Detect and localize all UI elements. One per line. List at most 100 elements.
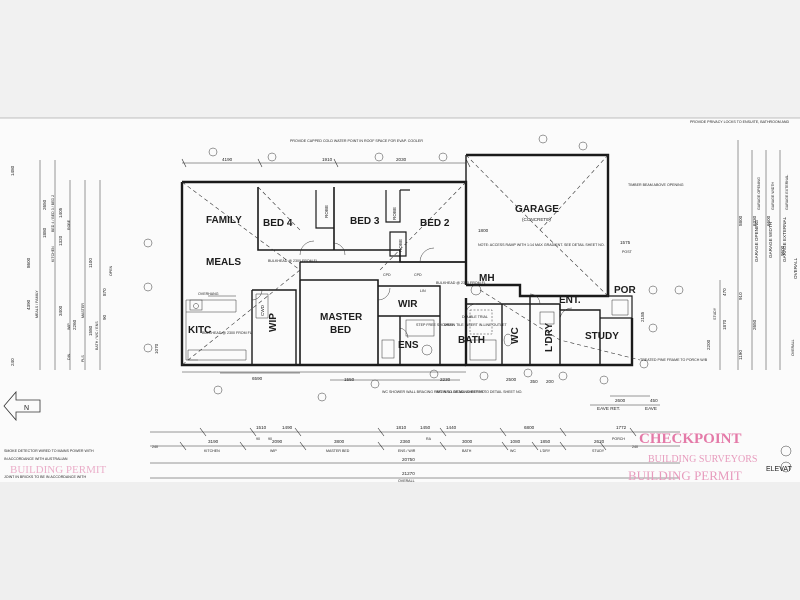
right-dimensions: 1870 2200 1190 2650 5800 6330 6600 9600 … xyxy=(706,175,795,360)
lbl-l-1: KITCHEN xyxy=(51,246,55,262)
dim-l-3: 1405 xyxy=(58,207,63,218)
dim-r-6: 6600 xyxy=(766,215,771,226)
left-dimensions: 1480 8600 1880 1405 1320 2650 4390 3400 … xyxy=(10,165,113,366)
lbl-r-1: GARAGE OPENING xyxy=(757,177,761,210)
scan-border-top xyxy=(0,0,800,118)
room-garage-sub: (CONCRETE) xyxy=(522,217,551,222)
room-kitchen: KITC xyxy=(188,325,211,336)
north-letter: N xyxy=(24,405,29,412)
dim-l-11: 1100 xyxy=(88,258,93,268)
dim-l-0: 1480 xyxy=(10,165,15,176)
dim-top-3: 2030 xyxy=(396,157,407,162)
dim-2185: 2185 xyxy=(640,311,645,322)
dim-b2-wc: 1080 xyxy=(510,439,521,444)
room-garage: GARAGE xyxy=(515,204,559,215)
drawing-notes: PROVIDE CAPPED COLD WATER POINT IN ROOF … xyxy=(4,139,798,479)
inner-dimensions: 6590 1550 2230 2500 1800 1575 2185 350 2… xyxy=(154,228,658,403)
stamp-surveyors: BUILDING SURVEYORS xyxy=(648,454,757,465)
dim-l-6: 4390 xyxy=(26,299,31,310)
dim-r-7: 9600 xyxy=(780,245,785,256)
dim-r-9: 910 xyxy=(738,292,743,300)
room-porch: POR xyxy=(614,285,636,296)
room-wir: WIR xyxy=(398,299,418,310)
lbl-l-0: MEALS / FAMILY xyxy=(35,290,39,318)
dim-overall: 21270 xyxy=(402,471,415,476)
note-step-free: STEP FREE SHOWER xyxy=(416,323,453,327)
dim-b1-7: 1772 xyxy=(616,425,627,430)
stamp-left-mark: BUILDING PERMIT xyxy=(10,464,107,476)
dim-l-10: 240 xyxy=(10,358,15,366)
dim-2230: 2230 xyxy=(440,377,451,382)
dim-b1-4: 1450 xyxy=(420,425,431,430)
dim-l-8: 2260 xyxy=(72,319,77,330)
building-permit-stamp: CHECKPOINT BUILDING SURVEYORS BUILDING P… xyxy=(10,431,757,483)
lbl-b2-bath: BATH xyxy=(462,449,472,453)
grid-bubbles xyxy=(143,134,792,473)
room-wc: WC xyxy=(510,327,521,344)
note-eave: EAVE xyxy=(645,406,657,411)
room-cpd-2: CPD xyxy=(414,273,422,277)
room-master-line2: BED xyxy=(330,325,351,336)
dim-b2-edge-left: 240 xyxy=(152,445,158,449)
top-dimensions: 4190 1910 2030 xyxy=(222,157,407,162)
room-manhole: MH xyxy=(479,273,495,284)
dim-r-2: 1190 xyxy=(738,350,743,360)
room-wip: WIP xyxy=(268,313,279,332)
note-drain-tile: DRAIN TILE INSERT IN-LINE OUTLET xyxy=(444,323,508,327)
lbl-b2-ldry: L'DRY xyxy=(540,449,551,453)
dim-b2-study: 2620 xyxy=(594,439,605,444)
scan-border-bottom xyxy=(0,482,800,600)
dimension-lines xyxy=(39,140,781,479)
room-bed2: BED 2 xyxy=(420,218,450,229)
note-overhang: OVERHANG xyxy=(198,292,219,296)
fixtures xyxy=(189,284,555,361)
note-timber-beam: TIMBER BEAM ABOVE OPENING xyxy=(628,183,684,187)
lbl-overall: OVERALL xyxy=(398,479,415,483)
room-robe-bed2: ROBE xyxy=(398,239,403,252)
room-meals: MEALS xyxy=(206,257,241,268)
dim-r-8: 470 xyxy=(722,288,727,296)
dim-b1-5: 1440 xyxy=(446,425,457,430)
lbl-l-5: DIN. xyxy=(67,353,71,360)
note-double-trial: DOUBLE TRIAL xyxy=(462,315,488,319)
room-study: STUDY xyxy=(585,331,619,342)
dim-b2-edge-right: 240 xyxy=(632,445,638,449)
dim-subtotal: 20750 xyxy=(402,457,415,462)
stamp-permit: BUILDING PERMIT xyxy=(628,468,742,483)
lbl-b2-study: STUDY xyxy=(592,449,605,453)
dim-top-1: 4190 xyxy=(222,157,233,162)
dim-b1b-1: 90 xyxy=(256,437,260,441)
dim-b2-master: 3800 xyxy=(334,439,345,444)
lbl-l-2: WIP xyxy=(67,323,71,330)
dim-1070: 1070 xyxy=(154,343,159,354)
note-post: POST xyxy=(622,250,633,254)
room-labels: FAMILY MEALS KITC WIP CWD BED 4 ROBE BED… xyxy=(188,204,636,352)
lbl-b2-kitchen: KITCHEN xyxy=(204,449,220,453)
dim-b1b-4: PORCH xyxy=(612,437,625,441)
dim-b1-2: 1490 xyxy=(282,425,293,430)
dim-b1-1: 1510 xyxy=(256,425,267,430)
roof-hip-lines xyxy=(181,154,641,366)
lbl-r-4: OVERALL xyxy=(791,339,795,356)
lbl-l-8: ROBE xyxy=(67,219,71,230)
dim-b2-wip: 2090 xyxy=(272,439,283,444)
note-smoke-3: JOINT IN BRICKS TO BE IN ACCORDANCE WITH xyxy=(4,475,86,479)
room-laundry: L'DRY xyxy=(544,322,555,352)
lbl-l-7: BED 4 / BED 3 / BED 2 xyxy=(51,195,55,232)
dim-l-4: 1320 xyxy=(58,235,63,246)
dim-l-2: 1880 xyxy=(42,227,47,238)
dim-200: 200 xyxy=(546,379,554,384)
dim-2600: 2600 xyxy=(615,398,626,403)
dim-l-7: 3400 xyxy=(58,305,63,316)
lbl-b2-master: MASTER BED xyxy=(326,449,350,453)
dim-b2-ens: 2360 xyxy=(400,439,411,444)
dim-b1b-2: 90 xyxy=(268,437,272,441)
drawing-paper xyxy=(0,118,800,482)
dim-l-5: 2650 xyxy=(42,199,47,210)
dim-b1b-3: RA xyxy=(426,437,432,441)
room-cwd: CWD xyxy=(260,304,265,316)
label-garage-width: GARAGE WIDTH xyxy=(768,222,773,258)
dim-1800: 1800 xyxy=(478,228,489,233)
dim-2500: 2500 xyxy=(506,377,517,382)
lbl-l-3: MASTER xyxy=(81,303,85,318)
